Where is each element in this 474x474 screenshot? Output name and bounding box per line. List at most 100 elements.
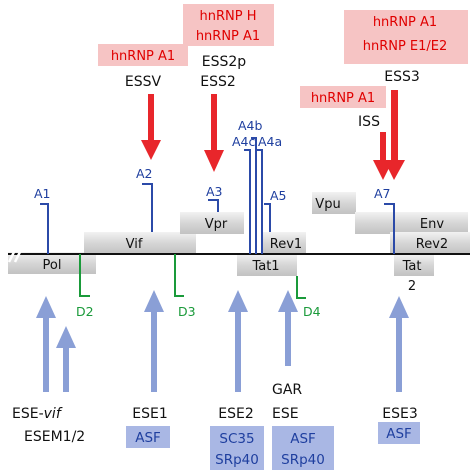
gene-box-tat1: [237, 254, 297, 276]
acceptor-a1-mark: [40, 203, 49, 254]
donor-d4-mark: [296, 276, 306, 299]
acceptor-labels: A1 A2 A3 A4c A4b A4a A5 A7: [34, 118, 391, 203]
gene-labels: Pol Vif Vpr Rev1 Tat1 Vpu Env Rev2 Tat 2: [43, 197, 449, 294]
gene-label-rev1: Rev1: [270, 237, 302, 252]
ese2-arrow: [228, 290, 248, 392]
ese2-factor-label-1: SC35: [219, 431, 254, 447]
ese1-label: ESE1: [132, 406, 168, 422]
gar-ese-label: ESE: [272, 406, 299, 422]
acceptor-a5-mark: [264, 203, 271, 232]
iss-protein-box: [300, 86, 386, 108]
ess3-protein-label-2: hnRNP E1/E2: [363, 39, 448, 54]
gene-label-rev2: Rev2: [416, 237, 448, 252]
donor-d3-mark: [174, 254, 184, 297]
acceptor-a2-label: A2: [136, 166, 153, 181]
ess2-protein-box: [183, 4, 274, 46]
ese1-factor-label: ASF: [135, 430, 161, 446]
acceptor-a4b-mark: [251, 137, 257, 254]
acceptor-sites: [40, 137, 395, 254]
gar-ese-group: GAR ESE ASF SRp40: [272, 382, 334, 470]
donor-d4-label: D4: [303, 304, 321, 319]
acceptor-a3-mark: [208, 199, 219, 212]
essv-protein-box: [98, 44, 188, 66]
ese-vif-arrow-1: [36, 296, 56, 392]
gene-box-tat2: [394, 254, 434, 276]
iss-protein-label: hnRNP A1: [311, 91, 375, 106]
gar-factor-box: [272, 426, 334, 470]
break-mark: [7, 247, 24, 263]
gar-label: GAR: [272, 382, 302, 398]
gene-label-env: Env: [420, 217, 444, 232]
acceptor-a5-label: A5: [270, 188, 287, 203]
ese-vif-group: ESE-vif ESEM1/2: [12, 406, 85, 445]
ess2-element-label: ESS2: [200, 74, 236, 90]
ess2-protein-label-2: hnRNP A1: [196, 29, 260, 44]
ese1-arrow: [144, 290, 164, 392]
donor-d3-label: D3: [178, 304, 196, 319]
donor-d2-label: D2: [76, 304, 94, 319]
ess3-arrow: [384, 90, 405, 180]
gene-label-vpu: Vpu: [315, 197, 340, 212]
ese2-factor-label-2: SRp40: [215, 452, 259, 468]
ese1-group: ESE1 ASF: [126, 406, 170, 448]
ess3-protein-box: [344, 10, 468, 64]
acceptor-a7-label: A7: [374, 186, 391, 201]
ese2-label: ESE2: [218, 406, 254, 422]
gene-box-rev2: [390, 232, 470, 254]
gene-boxes: [8, 192, 470, 276]
acceptor-a4a-label: A4a: [258, 134, 282, 149]
gene-label-vpr: Vpr: [205, 217, 228, 232]
ese2-factor-box: [210, 426, 264, 470]
gene-label-pol: Pol: [43, 258, 62, 273]
ese1-factor-box: [126, 426, 170, 448]
ess2-protein-label-1: hnRNP H: [200, 9, 257, 24]
gene-box-rev1: [262, 232, 306, 254]
ess3-group: hnRNP A1 hnRNP E1/E2 ESS3: [344, 10, 468, 85]
acceptor-a2-mark: [142, 183, 153, 232]
ese3-arrow: [389, 296, 409, 392]
acceptor-a4c-label: A4c: [232, 134, 256, 149]
gene-box-env: [355, 212, 468, 234]
iss-arrow: [373, 132, 393, 180]
essv-protein-label: hnRNP A1: [111, 49, 175, 64]
gene-label-tat2: Tat: [402, 259, 422, 274]
ess3-protein-label-1: hnRNP A1: [373, 15, 437, 30]
donor-sites: [79, 254, 306, 299]
ese3-label: ESE3: [382, 406, 418, 422]
blue-arrows: [36, 290, 409, 392]
acceptor-a4c-mark: [244, 149, 251, 254]
ese3-factor-box: [378, 422, 420, 444]
donor-labels: D2 D3 D4: [76, 304, 321, 319]
gar-factor-label-1: ASF: [290, 431, 316, 447]
ess2p-element-label: ESS2p: [202, 54, 247, 70]
gene-box-vpu: [312, 192, 356, 214]
ese3-group: ESE3 ASF: [378, 406, 420, 444]
gene-label-tat1: Tat1: [251, 259, 279, 274]
essv-arrow: [141, 94, 161, 160]
red-arrows: [141, 90, 405, 180]
essv-group: hnRNP A1 ESSV: [98, 44, 188, 90]
gar-ese-arrow: [278, 290, 298, 366]
ess2-arrow: [204, 94, 224, 172]
iss-group: hnRNP A1 ISS: [300, 86, 386, 130]
gar-factor-label-2: SRp40: [281, 452, 325, 468]
ese2-group: ESE2 SC35 SRp40: [210, 406, 264, 470]
gene-box-vif: [84, 232, 196, 254]
iss-element-label: ISS: [358, 114, 380, 130]
acceptor-a3-label: A3: [206, 184, 223, 199]
acceptor-a4a-mark: [257, 149, 263, 254]
acceptor-a4b-label: A4b: [238, 118, 263, 133]
acceptor-a7-mark: [384, 203, 395, 254]
ese-vif-arrow-2: [56, 326, 76, 392]
gene-box-vpr: [180, 212, 244, 234]
acceptor-a1-label: A1: [34, 186, 51, 201]
ese3-factor-label: ASF: [386, 426, 412, 442]
gene-box-pol: [8, 252, 96, 274]
gene-label-tat2-index: 2: [408, 279, 416, 294]
ess2-group: hnRNP H hnRNP A1 ESS2p ESS2: [183, 4, 274, 90]
esem-label: ESEM1/2: [24, 429, 85, 445]
donor-d2-mark: [79, 254, 90, 297]
essv-element-label: ESSV: [125, 74, 162, 90]
gene-label-vif: Vif: [126, 237, 143, 252]
